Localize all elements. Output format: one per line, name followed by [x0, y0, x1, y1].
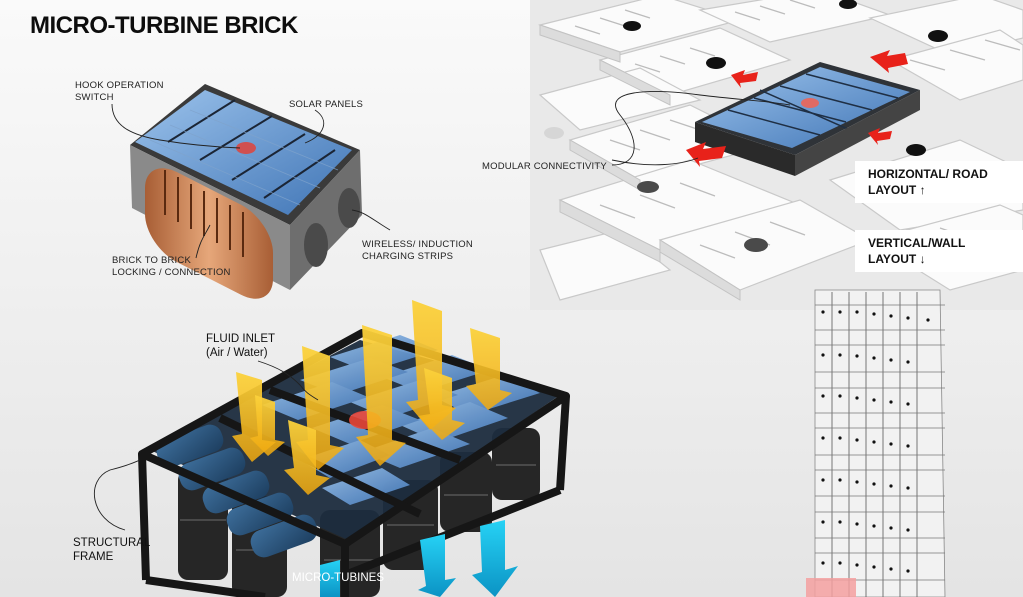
- connectivity-arrows: [686, 50, 908, 167]
- wall-layout-illustration: [806, 289, 946, 597]
- vertical-layout-label: VERTICAL/WALL LAYOUT ↓: [868, 235, 965, 267]
- brick-locking-label-line1: BRICK TO BRICK: [112, 255, 191, 266]
- vertical-layout-line2: LAYOUT ↓: [868, 252, 926, 266]
- fluid-inlet-line2: (Air / Water): [206, 347, 268, 359]
- solar-panels-label: SOLAR PANELS: [289, 99, 364, 110]
- brick-illustration: [130, 84, 362, 299]
- turbine-brick-illustration: [138, 300, 570, 597]
- fluid-inlet-label: FLUID INLET (Air / Water): [206, 332, 275, 360]
- structural-frame-line2: FRAME: [73, 551, 114, 563]
- modular-connectivity-label: MODULAR CONNECTIVITY: [482, 161, 607, 172]
- vertical-layout-line1: VERTICAL/WALL: [868, 236, 966, 250]
- hook-switch-label-line2: SWITCH: [75, 92, 114, 103]
- brick-locking-label: BRICK TO BRICK LOCKING / CONNECTION: [112, 255, 231, 279]
- outflow-arrows: [320, 520, 518, 597]
- horizontal-layout-line2: LAYOUT ↑: [868, 183, 926, 197]
- vertical-layout-box: [855, 230, 1023, 272]
- brick-locking-label-line2: LOCKING / CONNECTION: [112, 267, 231, 278]
- horizontal-layout-line1: HORIZONTAL/ ROAD: [868, 167, 988, 181]
- inflow-arrows: [232, 300, 512, 495]
- wireless-label-line1: WIRELESS/ INDUCTION: [362, 239, 473, 250]
- wireless-charging-label: WIRELESS/ INDUCTION CHARGING STRIPS: [362, 239, 473, 263]
- leader-lines: [94, 91, 791, 531]
- road-layout-illustration: [530, 0, 1023, 310]
- micro-turbines-label: MICRO-TUBINES: [292, 572, 384, 584]
- hook-switch-label: HOOK OPERATION SWITCH: [75, 80, 164, 104]
- road-solar-brick: [695, 62, 920, 176]
- fluid-inlet-line1: FLUID INLET: [206, 333, 276, 345]
- structural-frame-label: STRUCTURAL FRAME: [73, 536, 150, 564]
- structural-frame-line1: STRUCTURAL: [73, 537, 151, 549]
- page-title: MICRO-TURBINE BRICK: [30, 12, 298, 39]
- hook-switch-label-line1: HOOK OPERATION: [75, 80, 164, 91]
- horizontal-layout-label: HORIZONTAL/ ROAD LAYOUT ↑: [868, 166, 988, 198]
- wireless-label-line2: CHARGING STRIPS: [362, 251, 454, 262]
- horizontal-layout-box: [855, 161, 1023, 203]
